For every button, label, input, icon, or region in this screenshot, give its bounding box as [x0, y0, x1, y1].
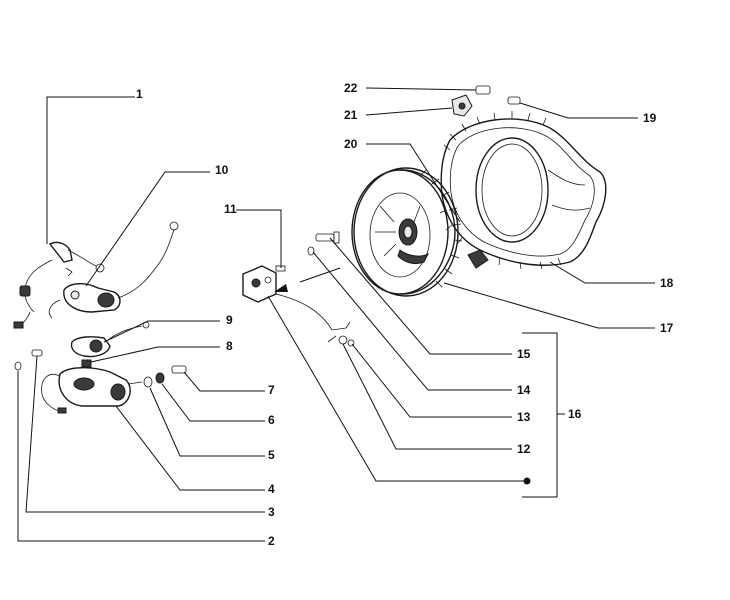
washer-5 [143, 376, 153, 388]
leader-lines [17, 87, 655, 542]
cable-harness-1 [13, 241, 105, 329]
cable-clip-12-13 [275, 293, 355, 347]
screw-19 [507, 96, 521, 105]
label-13: 13 [517, 410, 531, 424]
washer-14 [307, 246, 315, 256]
label-3: 3 [268, 505, 275, 519]
label-5: 5 [268, 448, 275, 462]
label-11: 11 [224, 202, 237, 216]
label-20: 20 [344, 137, 358, 151]
label-14: 14 [517, 383, 531, 397]
label-22: 22 [344, 81, 358, 95]
washer-2 [14, 361, 22, 371]
ignition-coil-10 [48, 221, 179, 319]
label-7: 7 [268, 383, 275, 397]
part-number-labels: 1 10 11 9 8 7 6 5 4 3 2 22 21 20 19 18 1… [136, 81, 674, 548]
label-2: 2 [268, 534, 275, 548]
label-1: 1 [136, 87, 143, 101]
flywheel-cover [439, 111, 607, 270]
label-6: 6 [268, 413, 275, 427]
label-4: 4 [268, 482, 275, 496]
clamp-plate-21 [451, 94, 473, 117]
label-21: 21 [344, 108, 358, 122]
label-16: 16 [568, 407, 582, 421]
label-19: 19 [643, 111, 657, 125]
label-9: 9 [226, 313, 233, 327]
nut-8 [81, 359, 92, 368]
screw-7 [171, 365, 187, 374]
label-18: 18 [660, 276, 674, 290]
label-17: 17 [660, 321, 674, 335]
pickup-coil-4 [41, 367, 143, 414]
screw-15 [315, 231, 340, 244]
flywheel-rotor [351, 167, 463, 297]
screw-3 [31, 349, 43, 357]
coil-lead-9 [70, 321, 150, 358]
regulator-bracket [242, 265, 286, 303]
label-12: 12 [517, 442, 531, 456]
label-8: 8 [226, 339, 233, 353]
label-15: 15 [517, 347, 531, 361]
washer-6 [155, 372, 165, 384]
label-10: 10 [215, 163, 229, 177]
